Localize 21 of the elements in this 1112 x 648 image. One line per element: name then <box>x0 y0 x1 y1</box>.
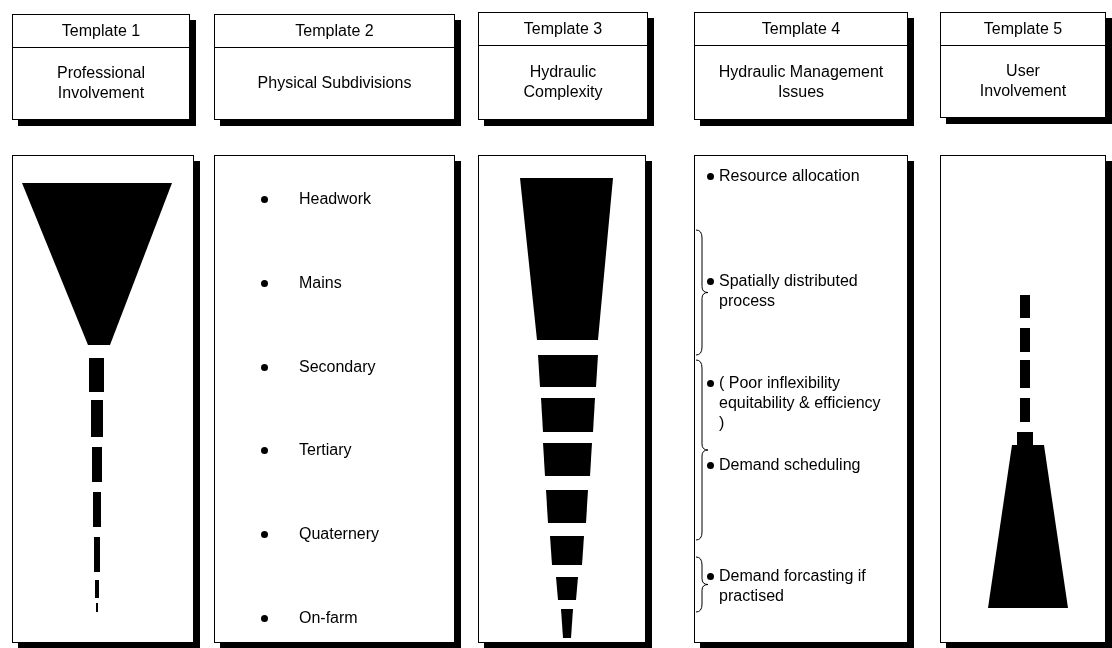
bullet-text: Tertiary <box>299 440 353 460</box>
bullet-text: Demand forcasting if practised <box>719 566 867 606</box>
template-title: User Involvement <box>978 61 1068 101</box>
bullet-text: Spatially distributed process <box>719 271 859 311</box>
template-label: Template 5 <box>941 13 1105 46</box>
bullet-text: Mains <box>299 273 343 293</box>
bullet-text: ( Poor inflexibility equitability & efficiency ) <box>719 373 882 433</box>
bullet-text: Headwork <box>299 189 373 209</box>
bullet-text: Secondary <box>299 357 377 377</box>
bullet-text: Demand scheduling <box>719 455 862 475</box>
bullet-text: Quaternery <box>299 524 381 544</box>
template-title: Physical Subdivisions <box>257 73 412 93</box>
template-label: Template 2 <box>215 15 454 48</box>
bullet-text: Resource allocation <box>719 166 861 186</box>
template-label: Template 3 <box>479 13 647 46</box>
template-title: Hydraulic Management Issues <box>717 62 885 102</box>
template-label: Template 1 <box>13 15 189 48</box>
template-title: Professional Involvement <box>55 63 146 103</box>
bullet-text: On-farm <box>299 608 359 628</box>
template-title: Hydraulic Complexity <box>522 62 604 102</box>
template-label: Template 4 <box>695 13 907 46</box>
